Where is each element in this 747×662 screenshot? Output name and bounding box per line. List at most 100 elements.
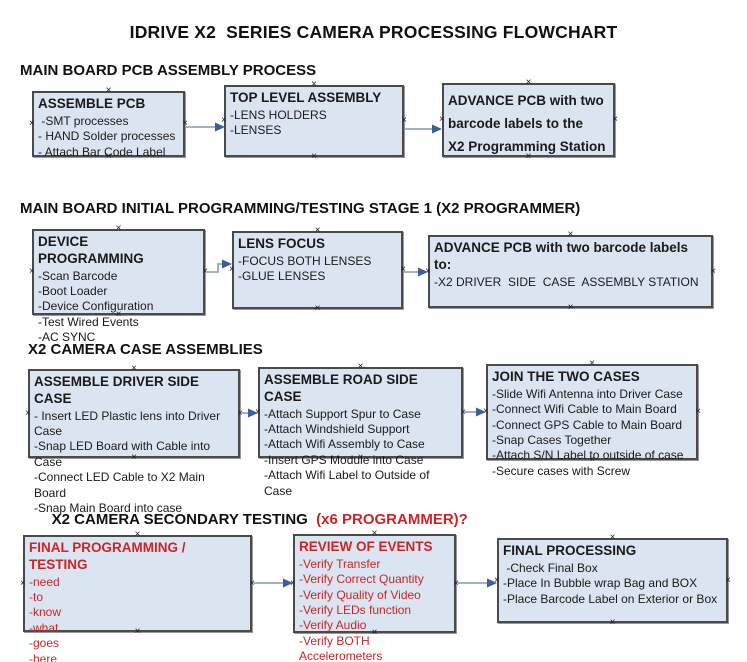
box-item: -Attach S/N Label to outside of case xyxy=(492,448,684,463)
connection-handle-icon: × xyxy=(725,574,731,586)
connection-handle-icon: × xyxy=(460,406,466,418)
connection-handle-icon: × xyxy=(29,118,35,129)
box-item: -here xyxy=(29,651,58,662)
connection-handle-icon: × xyxy=(229,264,235,275)
connection-handle-icon: × xyxy=(182,118,188,129)
connection-handle-icon: × xyxy=(237,407,243,419)
flow-box-device-programming: DEVICE PROGRAMMING -Scan Barcode-Boot Lo… xyxy=(29,224,208,345)
box-item: -need xyxy=(29,574,60,589)
box-title: ASSEMBLE PCB xyxy=(38,96,146,111)
box-title: ADVANCE PCB with two barcode labels to: xyxy=(434,240,692,272)
flow-box-assemble-driver-side-case: ASSEMBLE DRIVER SIDE CASE - Insert LED P… xyxy=(25,364,243,515)
connection-handle-icon: × xyxy=(314,303,321,314)
connection-handle-icon: × xyxy=(357,361,364,372)
box-title: TOP LEVEL ASSEMBLY xyxy=(230,90,382,105)
box-title: LENS FOCUS xyxy=(238,236,326,251)
connection-handle-icon: × xyxy=(589,358,595,369)
box-title: FINAL PROGRAMMING / TESTING xyxy=(29,540,190,572)
box-item: -know xyxy=(29,605,62,620)
section-heading-red-part: (x6 PROGRAMMER)? xyxy=(316,511,468,528)
box-item: -Insert GPS Module into Case xyxy=(264,452,424,467)
connection-handle-icon: × xyxy=(311,79,317,90)
flow-box-assemble-road-side-case: ASSEMBLE ROAD SIDE CASE -Attach Support … xyxy=(255,362,466,498)
flow-arrow xyxy=(241,408,258,418)
flow-box-join-the-two-cases: JOIN THE TWO CASES -Slide Wifi Antenna i… xyxy=(483,359,701,478)
connection-handle-icon: × xyxy=(115,223,122,234)
box-item: -Verify LEDs function xyxy=(299,602,412,617)
box-item: -goes xyxy=(29,636,60,651)
box-items: -FOCUS BOTH LENSES-GLUE LENSES xyxy=(238,254,395,285)
page-title: IDRIVE X2 SERIES CAMERA PROCESSING FLOWC… xyxy=(129,22,618,42)
flow-arrow xyxy=(206,259,232,273)
flow-box-assemble-pcb: ASSEMBLE PCB -SMT processes- HAND Solder… xyxy=(29,86,188,162)
connection-handle-icon: × xyxy=(400,264,406,275)
flow-arrow xyxy=(464,407,486,417)
box-items: -Attach Support Spur to Case-Attach Wind… xyxy=(264,407,455,499)
box-items: -need-to-know-what-goes-here xyxy=(29,575,244,662)
connection-handle-icon: × xyxy=(525,77,532,88)
connection-handle-icon: × xyxy=(314,225,321,236)
box-title: ASSEMBLE ROAD SIDE CASE xyxy=(264,372,422,404)
box-title: REVIEW OF EVENTS xyxy=(299,539,433,554)
connection-handle-icon: × xyxy=(453,577,459,589)
box-items: - Insert LED Plastic lens into Driver Ca… xyxy=(34,409,232,517)
box-item: -Slide Wifi Antenna into Driver Case xyxy=(492,386,683,401)
box-items: -Slide Wifi Antenna into Driver Case-Con… xyxy=(492,387,690,479)
box-title: DEVICE PROGRAMMING xyxy=(38,234,144,266)
box-items: -LENS HOLDERS-LENSES xyxy=(230,108,396,139)
connection-handle-icon: × xyxy=(29,266,35,277)
connection-handle-icon: × xyxy=(221,115,227,126)
box-items: -Check Final Box-Place In Bubble wrap Ba… xyxy=(503,561,720,607)
flow-arrow xyxy=(253,578,293,588)
box-items: -Scan Barcode-Boot Loader-Device Configu… xyxy=(38,269,197,346)
box-item: - HAND Solder processes xyxy=(38,129,176,144)
connection-handle-icon: × xyxy=(439,114,445,125)
connection-handle-icon: × xyxy=(290,577,296,589)
box-item: -FOCUS BOTH LENSES xyxy=(238,253,372,268)
box-item: -LENS HOLDERS xyxy=(230,107,327,122)
box-item: -AC SYNC xyxy=(38,330,96,345)
box-title: ASSEMBLE DRIVER SIDE CASE xyxy=(34,374,203,406)
box-item: -SMT processes xyxy=(38,113,129,128)
section-heading-pcb-assembly: MAIN BOARD PCB ASSEMBLY PROCESS xyxy=(20,62,317,79)
flow-box-review-of-events: REVIEW OF EVENTS -Verify Transfer-Verify… xyxy=(290,529,459,662)
connection-handle-icon: × xyxy=(567,229,574,240)
box-item: -Place Barcode Label on Exterior or Box xyxy=(503,591,718,606)
connection-handle-icon: × xyxy=(483,406,489,417)
flow-arrow xyxy=(457,578,497,588)
box-items: -Verify Transfer-Verify Correct Quantity… xyxy=(299,557,448,662)
flow-box-final-processing: FINAL PROCESSING -Check Final Box-Place … xyxy=(494,533,731,628)
box-item: -Secure cases with Screw xyxy=(492,463,631,478)
box-item: -Scan Barcode xyxy=(38,268,118,283)
box-item: -Snap LED Board with Cable into Case xyxy=(34,439,214,469)
connection-handle-icon: × xyxy=(131,363,137,374)
section-heading-black-part: X2 CAMERA SECONDARY TESTING xyxy=(51,511,317,528)
connection-handle-icon: × xyxy=(202,266,208,277)
connection-handle-icon: × xyxy=(20,577,26,589)
connection-handle-icon: × xyxy=(609,532,616,543)
connection-handle-icon: × xyxy=(609,617,616,628)
box-item: -GLUE LENSES xyxy=(238,269,326,284)
box-item: -Verify BOTH Accelerometers xyxy=(299,633,383,662)
flow-box-advance-pcb-to-case-assembly: ADVANCE PCB with two barcode labels to: … xyxy=(425,230,716,313)
box-item: -Connect Wifi Cable to Main Board xyxy=(492,402,677,417)
box-item: -LENSES xyxy=(230,123,282,138)
box-item: -Attach Support Spur to Case xyxy=(264,406,421,421)
section-heading-case-assemblies: X2 CAMERA CASE ASSEMBLIES xyxy=(28,341,263,358)
flow-box-advance-pcb-to-programming-station: ADVANCE PCB with two barcode labels to t… xyxy=(439,78,618,162)
connection-handle-icon: × xyxy=(710,265,716,277)
box-item: -Boot Loader xyxy=(38,284,108,299)
box-item: -Verify Correct Quantity xyxy=(299,572,424,587)
box-item: -Verify Quality of Video xyxy=(299,587,421,602)
box-title: ADVANCE PCB with two barcode labels to t… xyxy=(448,93,608,154)
box-title: JOIN THE TWO CASES xyxy=(492,369,640,384)
box-item: -Connect LED Cable to X2 Main Board xyxy=(34,470,209,500)
box-title: FINAL PROCESSING xyxy=(503,543,637,558)
box-item: -Attach Windshield Support xyxy=(264,422,410,437)
connection-handle-icon: × xyxy=(494,574,500,586)
connection-handle-icon: × xyxy=(311,151,317,162)
box-item: -Verify Audio xyxy=(299,618,367,633)
flow-box-top-level-assembly: TOP LEVEL ASSEMBLY -LENS HOLDERS-LENSES … xyxy=(221,80,407,162)
box-item: -Check Final Box xyxy=(503,560,598,575)
box-item: -Snap Main Board into case xyxy=(34,500,183,515)
